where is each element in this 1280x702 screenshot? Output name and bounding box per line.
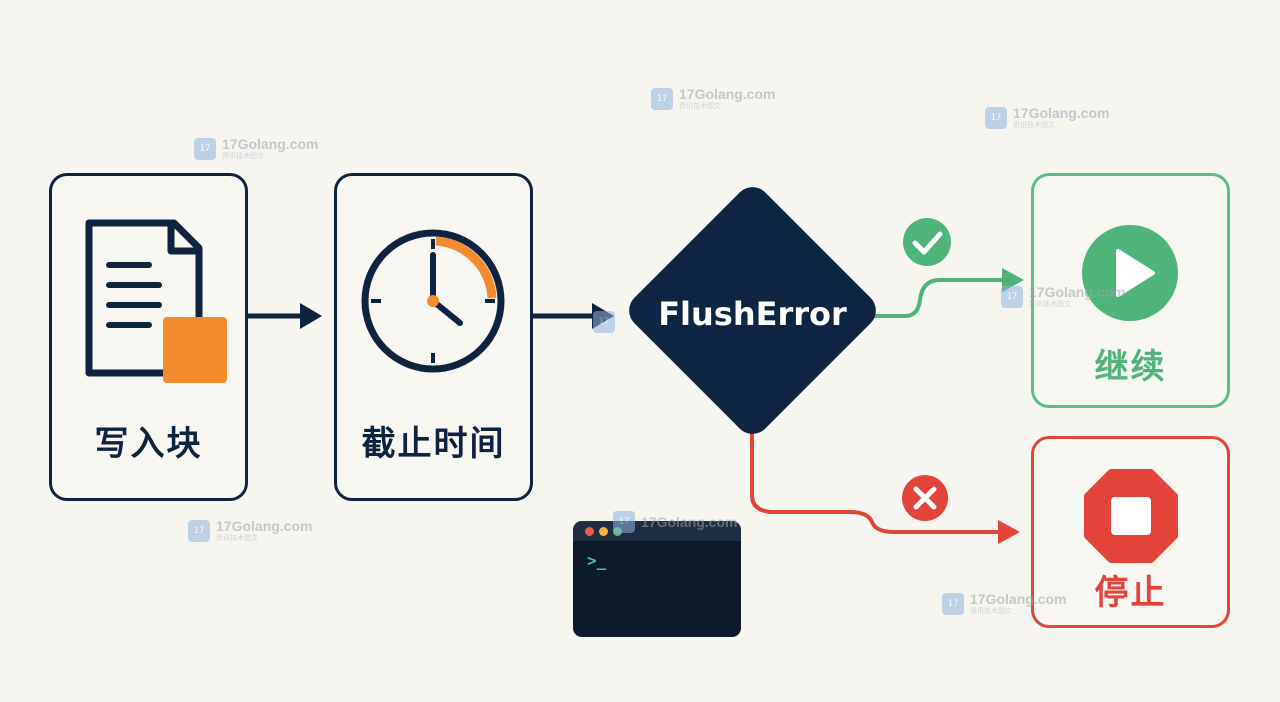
terminal-prompt: >_ (587, 551, 607, 570)
watermark-tagline: 资讯技术图文 (1029, 300, 1071, 308)
watermark-logo-icon: 17 (593, 311, 615, 333)
stop-icon (1084, 469, 1178, 563)
write-block-label: 写入块 (94, 424, 203, 464)
watermark-tagline: 资讯技术图文 (970, 607, 1012, 615)
terminal-close-dot (585, 527, 594, 536)
decision-label: FlushError (658, 295, 847, 333)
watermark-site: 17Golang.com (216, 518, 313, 534)
clock-icon (361, 229, 505, 373)
watermark-logo-icon: 17 (1001, 285, 1023, 308)
document-icon (85, 219, 227, 383)
check-icon (903, 218, 951, 266)
continue-label: 继续 (1094, 347, 1167, 387)
watermark-logo-icon: 17 (985, 106, 1007, 129)
watermark-tagline: 资讯技术图文 (216, 534, 258, 542)
arrow-error-branch (750, 425, 1020, 544)
watermark-site: 17Golang.com (641, 514, 738, 530)
play-icon (1082, 225, 1178, 321)
watermark-site: 17Golang.com (970, 591, 1067, 607)
watermark-tagline: 资讯技术图文 (222, 152, 264, 160)
terminal-minimize-dot (599, 527, 608, 536)
write-block-card: 写入块 (49, 173, 248, 501)
stop-card: 停止 (1031, 436, 1230, 628)
watermark-logo-icon: 17 (942, 592, 964, 615)
deadline-card: 截止时间 (334, 173, 533, 501)
watermark-site: 17Golang.com (222, 136, 319, 152)
watermark: 17 17Golang.com (613, 511, 737, 533)
watermark-site: 17Golang.com (1029, 284, 1126, 300)
watermark-site: 17Golang.com (1013, 105, 1110, 121)
continue-card: 继续 (1031, 173, 1230, 408)
deadline-label: 截止时间 (361, 424, 506, 464)
watermark-logo-icon: 17 (613, 511, 635, 533)
terminal-icon: >_ (573, 521, 741, 637)
watermark-logo-icon: 17 (651, 87, 673, 110)
watermark-tagline: 资讯技术图文 (679, 102, 721, 110)
watermark-site: 17Golang.com (679, 86, 776, 102)
watermark-logo-icon: 17 (188, 519, 210, 542)
watermark: 17 (593, 311, 615, 333)
cross-icon (902, 475, 948, 521)
stop-label: 停止 (1094, 573, 1167, 613)
watermark-logo-icon: 17 (194, 137, 216, 160)
watermark-tagline: 资讯技术图文 (1013, 121, 1055, 129)
arrow-write-to-deadline (248, 303, 322, 329)
